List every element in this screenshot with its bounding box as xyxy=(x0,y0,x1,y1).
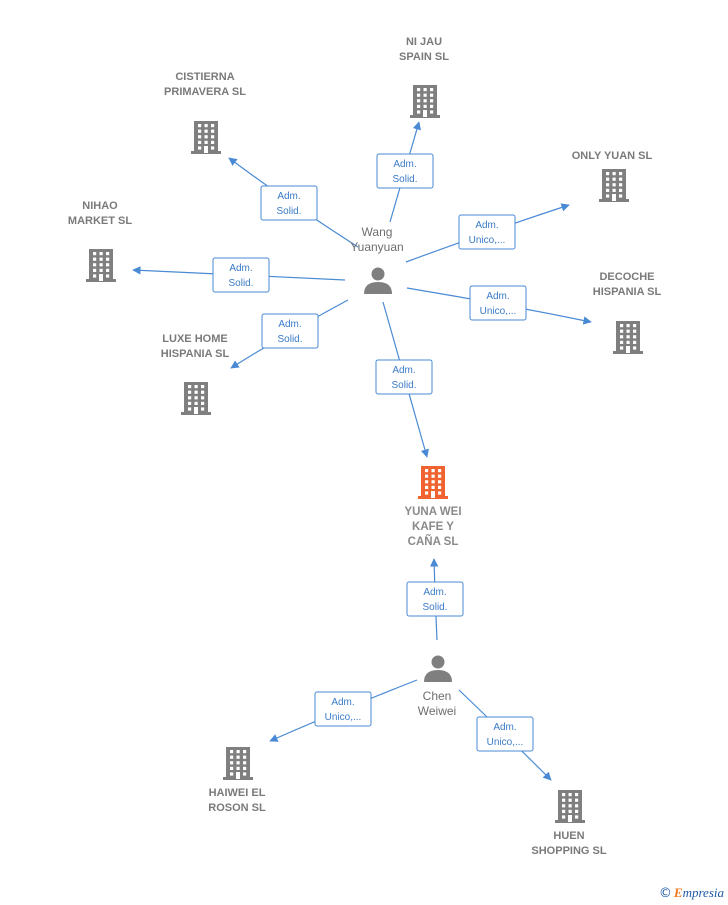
building-icon xyxy=(599,169,629,202)
company-node-onlyyuan[interactable]: ONLY YUAN SL xyxy=(572,150,653,202)
relation-box xyxy=(376,153,434,189)
relation-text: Unico,... xyxy=(325,712,362,723)
building-icon xyxy=(418,466,448,499)
company-node-luxe[interactable]: LUXE HOME HISPANIA SL xyxy=(161,333,230,415)
relation-text: Adm. xyxy=(392,365,415,376)
company-name: MARKET SL xyxy=(68,215,132,227)
relation-text: Solid. xyxy=(392,174,417,185)
relation-text: Adm. xyxy=(331,697,354,708)
relation-text: Adm. xyxy=(493,722,516,733)
company-name: HAIWEI EL xyxy=(209,787,266,799)
relation-label-wang-cistierna[interactable]: Adm. Solid. xyxy=(260,185,318,221)
company-node-yuna[interactable]: YUNA WEI KAFE Y CAÑA SL xyxy=(404,466,462,548)
relation-text: Unico,... xyxy=(487,737,524,748)
relation-labels-layer: Adm. Solid. Adm. Solid. Adm. Unico,... Adm. Sol… xyxy=(212,153,534,752)
building-icon xyxy=(410,85,440,118)
company-node-haiwei[interactable]: HAIWEI EL ROSON SL xyxy=(208,747,266,814)
company-name: PRIMAVERA SL xyxy=(164,86,246,98)
company-name: ONLY YUAN SL xyxy=(572,150,653,162)
relation-label-chen-huen[interactable]: Adm. Unico,... xyxy=(476,716,534,752)
relation-text: Adm. xyxy=(486,291,509,302)
building-icon xyxy=(613,321,643,354)
relation-label-chen-yuna[interactable]: Adm. Solid. xyxy=(406,581,464,617)
relation-text: Solid. xyxy=(228,278,253,289)
relation-text: Solid. xyxy=(277,334,302,345)
edges-layer xyxy=(132,121,592,781)
company-node-nihao[interactable]: NIHAO MARKET SL xyxy=(68,200,132,282)
company-name: HISPANIA SL xyxy=(593,286,662,298)
company-name: DECOCHE xyxy=(599,271,654,283)
relation-box xyxy=(314,691,372,727)
company-name: SPAIN SL xyxy=(399,51,449,63)
building-icon xyxy=(181,382,211,415)
relation-text: Solid. xyxy=(391,380,416,391)
relation-box xyxy=(476,716,534,752)
relation-label-wang-nijau[interactable]: Adm. Solid. xyxy=(376,153,434,189)
relation-label-wang-decoche[interactable]: Adm. Unico,... xyxy=(469,285,527,321)
person-icon xyxy=(424,655,452,682)
company-name: HISPANIA SL xyxy=(161,348,230,360)
relation-text: Adm. xyxy=(423,587,446,598)
relation-box xyxy=(260,185,318,221)
company-name: LUXE HOME xyxy=(162,333,227,345)
relation-box xyxy=(375,359,433,395)
relation-text: Adm. xyxy=(229,263,252,274)
relation-box xyxy=(212,257,270,293)
relation-text: Solid. xyxy=(276,206,301,217)
company-node-decoche[interactable]: DECOCHE HISPANIA SL xyxy=(593,271,662,354)
company-name: CISTIERNA xyxy=(175,71,234,83)
company-name: ROSON SL xyxy=(208,802,266,814)
relation-text: Unico,... xyxy=(480,306,517,317)
relation-label-wang-nihao[interactable]: Adm. Solid. xyxy=(212,257,270,293)
relation-text: Unico,... xyxy=(469,235,506,246)
company-name: NIHAO xyxy=(82,200,118,212)
company-name: KAFE Y xyxy=(412,521,454,533)
copyright-icon: © xyxy=(658,886,672,901)
building-icon xyxy=(86,249,116,282)
person-icon xyxy=(364,267,392,294)
nodes-layer: NI JAU SPAIN SL CISTIERNA PRIMAVERA SL ONLY … xyxy=(68,36,662,857)
relation-label-wang-yuna[interactable]: Adm. Solid. xyxy=(375,359,433,395)
company-node-huen[interactable]: HUEN SHOPPING SL xyxy=(531,790,607,857)
relation-box xyxy=(469,285,527,321)
person-name: Wang xyxy=(362,225,393,239)
brand-initial: E xyxy=(673,885,683,900)
person-name: Chen xyxy=(423,689,452,703)
building-icon xyxy=(555,790,585,823)
company-name: CAÑA SL xyxy=(408,535,459,548)
person-name: Weiwei xyxy=(418,704,456,718)
person-name: Yuanyuan xyxy=(350,240,403,254)
relation-text: Adm. xyxy=(277,191,300,202)
empresia-watermark[interactable]: ©Empresia xyxy=(659,885,724,901)
relation-text: Solid. xyxy=(422,602,447,613)
company-name: YUNA WEI xyxy=(404,506,461,518)
relation-label-wang-onlyyuan[interactable]: Adm. Unico,... xyxy=(458,214,516,250)
relation-label-wang-luxe[interactable]: Adm. Solid. xyxy=(261,313,319,349)
relation-box xyxy=(261,313,319,349)
relation-label-chen-haiwei[interactable]: Adm. Unico,... xyxy=(314,691,372,727)
company-name: SHOPPING SL xyxy=(531,845,606,857)
company-name: NI JAU xyxy=(406,36,442,48)
building-icon xyxy=(223,747,253,780)
brand-name: mpresia xyxy=(682,885,724,900)
relation-box xyxy=(406,581,464,617)
relation-text: Adm. xyxy=(393,159,416,170)
relation-text: Adm. xyxy=(475,220,498,231)
relation-text: Adm. xyxy=(278,319,301,330)
company-node-nijau[interactable]: NI JAU SPAIN SL xyxy=(399,36,449,118)
relation-box xyxy=(458,214,516,250)
building-icon xyxy=(191,121,221,154)
company-name: HUEN xyxy=(553,830,584,842)
company-node-cistierna[interactable]: CISTIERNA PRIMAVERA SL xyxy=(164,71,246,154)
